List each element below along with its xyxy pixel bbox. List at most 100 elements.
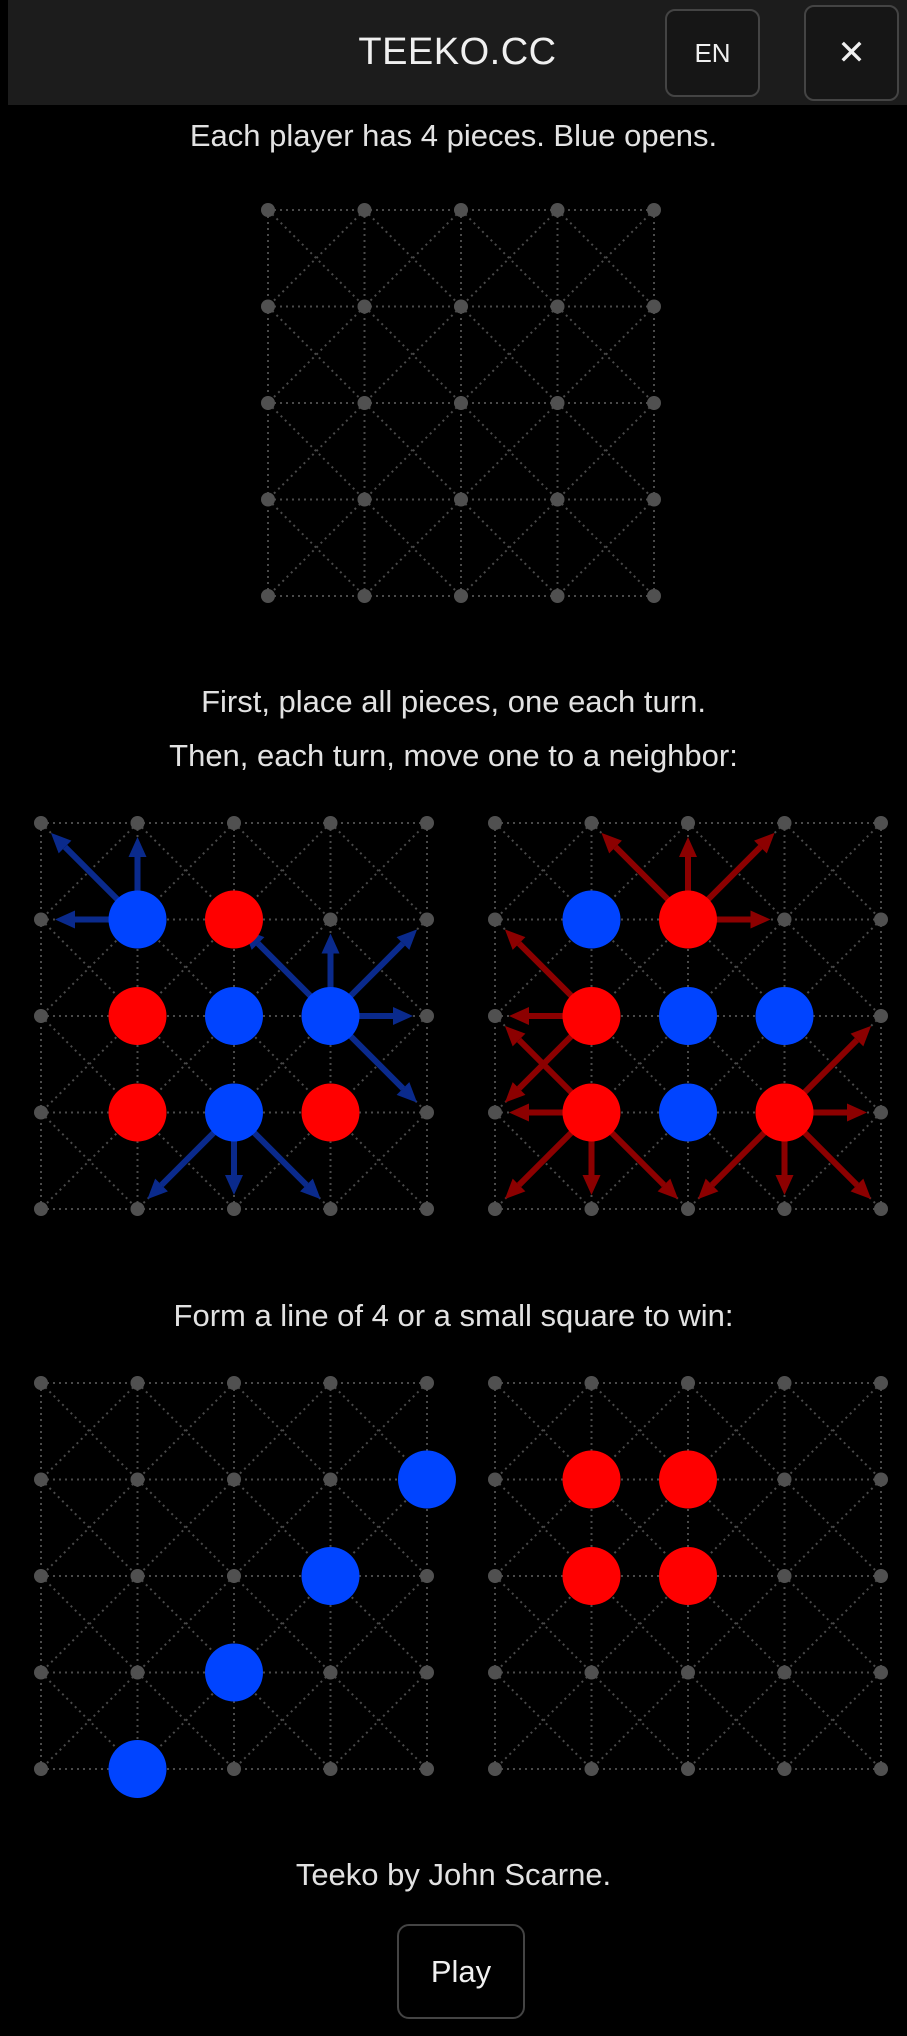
board-node bbox=[874, 1762, 888, 1776]
board-node bbox=[647, 589, 661, 603]
board-node bbox=[777, 816, 792, 830]
board-node bbox=[323, 1762, 338, 1776]
board-node bbox=[488, 816, 502, 830]
blue-piece bbox=[205, 987, 263, 1045]
board-node bbox=[454, 203, 468, 217]
blue-piece bbox=[398, 1450, 456, 1509]
red-piece bbox=[659, 1450, 717, 1509]
board-node bbox=[34, 1202, 48, 1216]
grid-diagonal bbox=[783, 1382, 882, 1481]
grid-diagonal bbox=[783, 1575, 882, 1674]
board-node bbox=[34, 1762, 48, 1776]
board-node bbox=[777, 1202, 792, 1216]
board-node bbox=[584, 1665, 599, 1680]
board-node bbox=[874, 1009, 888, 1023]
blue-piece bbox=[205, 1083, 263, 1142]
board-node bbox=[681, 1665, 695, 1680]
board-node bbox=[227, 1762, 241, 1776]
board-node bbox=[34, 1009, 48, 1023]
board-node bbox=[488, 1202, 502, 1216]
grid-diagonal bbox=[783, 1671, 882, 1770]
board-node bbox=[777, 1376, 792, 1390]
board-node bbox=[357, 396, 372, 410]
red-piece bbox=[108, 987, 167, 1045]
board-node bbox=[874, 912, 888, 927]
board-node bbox=[550, 396, 565, 410]
red-piece bbox=[659, 1547, 717, 1605]
board-node bbox=[34, 816, 48, 830]
board-node bbox=[777, 1569, 792, 1583]
board-node bbox=[261, 492, 275, 507]
board-node bbox=[488, 1376, 502, 1390]
board-node bbox=[420, 1665, 434, 1680]
board-node bbox=[130, 816, 145, 830]
board-node bbox=[261, 396, 275, 410]
red-piece bbox=[755, 1083, 814, 1142]
blue-piece bbox=[301, 1547, 360, 1605]
credit-text: Teeko by John Scarne. bbox=[295, 1857, 612, 1892]
board-node bbox=[454, 299, 468, 314]
grid-diagonal bbox=[783, 1478, 882, 1577]
board-node bbox=[34, 1472, 48, 1487]
board-node bbox=[323, 1376, 338, 1390]
board-node bbox=[130, 1202, 145, 1216]
board-node bbox=[550, 492, 565, 507]
board-node bbox=[550, 203, 565, 217]
board-node bbox=[227, 1472, 241, 1487]
line-win-board bbox=[34, 1376, 456, 1798]
red-piece bbox=[562, 987, 621, 1045]
red-piece bbox=[108, 1083, 167, 1142]
board-node bbox=[874, 1472, 888, 1487]
board-node bbox=[357, 492, 372, 507]
board-node bbox=[323, 912, 338, 927]
board-node bbox=[488, 1665, 502, 1680]
red-piece bbox=[659, 890, 717, 949]
board-node bbox=[488, 1472, 502, 1487]
grid-diagonal bbox=[687, 1671, 786, 1770]
board-node bbox=[681, 1762, 695, 1776]
board-node bbox=[584, 1376, 599, 1390]
board-node bbox=[420, 1376, 434, 1390]
win-rule-text: Form a line of 4 or a small square to wi… bbox=[173, 1298, 734, 1333]
close-button[interactable]: ✕ bbox=[804, 5, 899, 101]
board-node bbox=[874, 1665, 888, 1680]
board-node bbox=[488, 1009, 502, 1023]
board-node bbox=[357, 299, 372, 314]
board-node bbox=[454, 396, 468, 410]
board-node bbox=[874, 816, 888, 830]
board-node bbox=[34, 1569, 48, 1583]
board-node bbox=[261, 299, 275, 314]
board-node bbox=[130, 1665, 145, 1680]
board-node bbox=[777, 1472, 792, 1487]
board-node bbox=[874, 1376, 888, 1390]
board-node bbox=[357, 589, 372, 603]
play-button[interactable]: Play bbox=[397, 1924, 525, 2019]
blue-piece bbox=[205, 1643, 263, 1702]
board-node bbox=[130, 1376, 145, 1390]
board-node bbox=[777, 1762, 792, 1776]
language-button[interactable]: EN bbox=[665, 9, 760, 97]
board-node bbox=[323, 1202, 338, 1216]
board-node bbox=[420, 1202, 434, 1216]
board-node bbox=[420, 1569, 434, 1583]
board-node bbox=[874, 1569, 888, 1583]
red-move-board bbox=[488, 816, 888, 1216]
board-node bbox=[874, 1105, 888, 1120]
board-node bbox=[261, 589, 275, 603]
board-node bbox=[681, 1376, 695, 1390]
board-node bbox=[130, 1569, 145, 1583]
app-title: TEEKO.CC bbox=[358, 31, 557, 73]
board-node bbox=[488, 912, 502, 927]
board-node bbox=[130, 1472, 145, 1487]
red-piece bbox=[562, 1547, 621, 1605]
grid-diagonal bbox=[783, 1575, 882, 1674]
grid-diagonal bbox=[783, 1478, 882, 1577]
board-node bbox=[227, 1569, 241, 1583]
top-bar: TEEKO.CC EN ✕ bbox=[8, 0, 907, 105]
board-node bbox=[647, 492, 661, 507]
board-node bbox=[227, 1202, 241, 1216]
square-win-board bbox=[488, 1376, 888, 1776]
board-node bbox=[34, 1665, 48, 1680]
move-rule-text: Then, each turn, move one to a neighbor: bbox=[169, 738, 738, 773]
board-node bbox=[34, 1376, 48, 1390]
